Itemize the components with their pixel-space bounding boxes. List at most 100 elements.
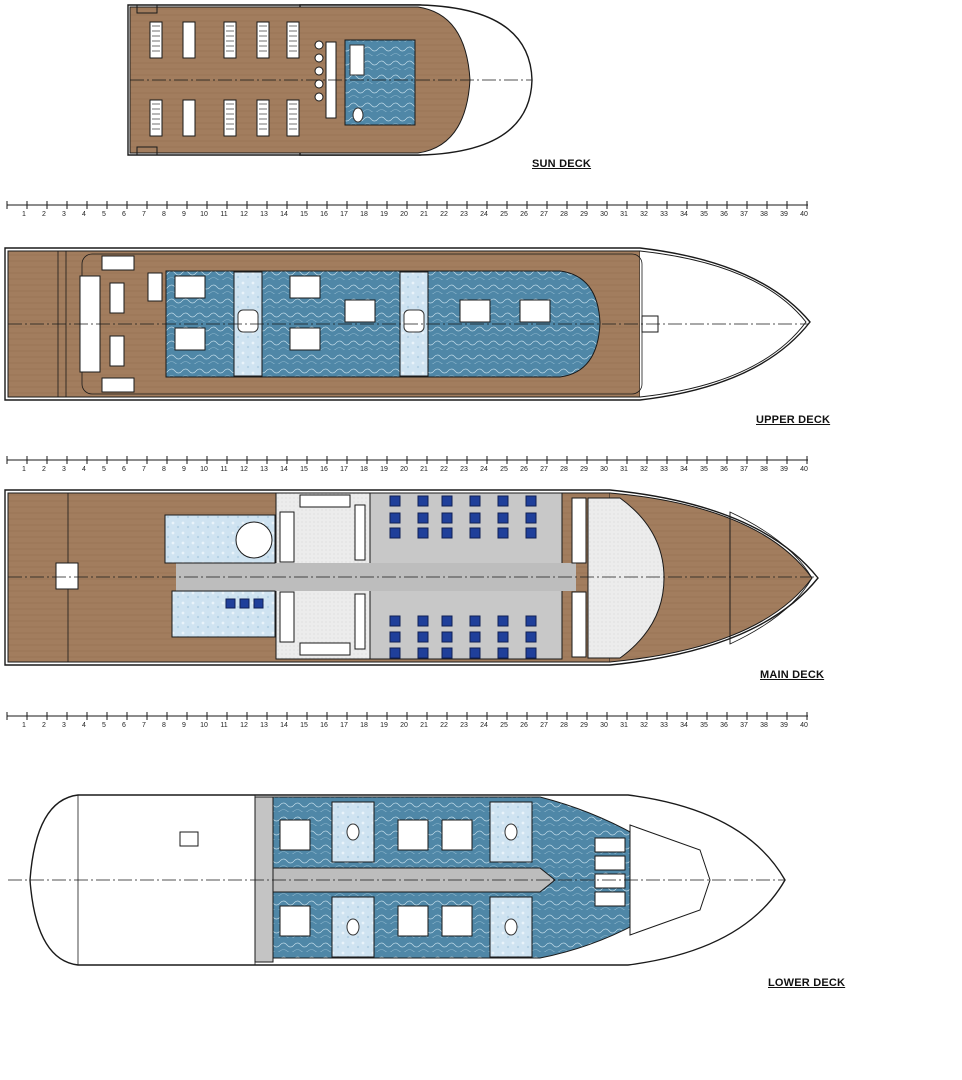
- restaurant-chair: [525, 495, 537, 507]
- bar-stool: [314, 66, 324, 76]
- cabin-bed: [459, 299, 491, 323]
- ruler-tick-label: 31: [620, 466, 628, 473]
- ruler-tick-label: 33: [660, 722, 668, 729]
- restaurant-chair: [525, 512, 537, 524]
- restaurant-chair: [441, 527, 453, 539]
- ruler-tick-label: 7: [142, 722, 146, 729]
- ruler-tick-label: 35: [700, 722, 708, 729]
- ruler-tick-label: 33: [660, 466, 668, 473]
- ruler-tick-label: 39: [780, 722, 788, 729]
- ruler-tick-label: 22: [440, 211, 448, 218]
- restaurant-chair: [469, 631, 481, 643]
- sun-lounger: [286, 99, 300, 137]
- sun-deck-label: SUN DECK: [532, 158, 592, 170]
- restaurant-chair: [469, 495, 481, 507]
- office-chair: [239, 598, 250, 609]
- sun-lounger: [256, 21, 270, 59]
- ruler-tick-label: 38: [760, 722, 768, 729]
- restaurant-chair: [417, 495, 429, 507]
- ruler-tick-label: 24: [480, 466, 488, 473]
- sun-lounger: [182, 99, 196, 137]
- ruler-tick-label: 5: [102, 722, 106, 729]
- ruler-tick-label: 19: [380, 211, 388, 218]
- ruler-tick-label: 9: [182, 211, 186, 218]
- restaurant-chair: [497, 527, 509, 539]
- ruler-tick-label: 40: [800, 722, 808, 729]
- ruler-tick-label: 13: [260, 466, 268, 473]
- ruler-tick-label: 1: [22, 211, 26, 218]
- ruler-tick-label: 34: [680, 722, 688, 729]
- ruler-tick-label: 33: [660, 211, 668, 218]
- ruler-tick-label: 36: [720, 211, 728, 218]
- ruler-tick-label: 11: [220, 466, 227, 473]
- ruler-tick-label: 22: [440, 466, 448, 473]
- cabin-bed: [174, 327, 206, 351]
- ruler-tick-label: 6: [122, 211, 126, 218]
- ruler-tick-label: 9: [182, 722, 186, 729]
- restaurant-chair: [469, 647, 481, 659]
- ruler-tick-label: 38: [760, 211, 768, 218]
- ruler-tick-label: 35: [700, 466, 708, 473]
- upper-deck-label: UPPER DECK: [756, 414, 831, 426]
- restaurant-chair: [389, 631, 401, 643]
- restaurant-chair: [441, 512, 453, 524]
- ruler-tick-label: 21: [420, 722, 428, 729]
- restaurant-chair: [389, 495, 401, 507]
- sun-lounger: [256, 99, 270, 137]
- ruler-tick-label: 13: [260, 211, 268, 218]
- restaurant-chair: [497, 615, 509, 627]
- restaurant-chair: [389, 512, 401, 524]
- ruler-tick-label: 5: [102, 211, 106, 218]
- cabin-bed: [174, 275, 206, 299]
- ruler-tick-label: 32: [640, 211, 648, 218]
- ruler-tick-label: 14: [280, 466, 288, 473]
- ruler-tick-label: 12: [240, 466, 248, 473]
- sun-lounger: [223, 21, 237, 59]
- ruler-tick-label: 4: [82, 722, 86, 729]
- bar-stool: [314, 79, 324, 89]
- crew-bunk: [594, 855, 626, 871]
- lower-deck-label: LOWER DECK: [768, 977, 846, 989]
- ruler-tick-label: 16: [320, 466, 328, 473]
- upper-cabin-furniture: [174, 271, 551, 377]
- cabin-bed: [519, 299, 551, 323]
- ruler-tick-label: 32: [640, 722, 648, 729]
- cabin-bed: [279, 905, 311, 937]
- ruler-tick-label: 32: [640, 466, 648, 473]
- main-deck-label: MAIN DECK: [760, 669, 825, 681]
- ruler-tick-label: 29: [580, 211, 588, 218]
- ruler-tick-label: 34: [680, 466, 688, 473]
- ruler-tick-label: 17: [340, 466, 348, 473]
- lower-deck: [8, 794, 786, 966]
- ruler-tick-label: 13: [260, 722, 268, 729]
- restaurant-chair: [497, 647, 509, 659]
- ruler-tick-label: 6: [122, 466, 126, 473]
- restaurant-seating: [225, 495, 537, 659]
- cabin-bed: [441, 905, 473, 937]
- cabin-bed: [441, 819, 473, 851]
- ruler-tick-label: 14: [280, 211, 288, 218]
- ruler-tick-label: 7: [142, 466, 146, 473]
- ruler-tick-label: 26: [520, 211, 528, 218]
- ruler-tick-label: 28: [560, 722, 568, 729]
- restaurant-chair: [525, 527, 537, 539]
- ruler-tick-label: 37: [740, 722, 748, 729]
- ruler-tick-label: 24: [480, 722, 488, 729]
- ruler-tick-label: 30: [600, 722, 608, 729]
- ruler-tick-label: 17: [340, 211, 348, 218]
- ruler-tick-label: 1: [22, 722, 26, 729]
- sun-deck: [127, 4, 533, 156]
- ruler-tick-label: 31: [620, 722, 628, 729]
- restaurant-chair: [497, 512, 509, 524]
- ruler-tick-label: 2: [42, 466, 46, 473]
- spiral-staircase: [235, 521, 273, 559]
- crew-bunk: [594, 891, 626, 907]
- ruler-tick-label: 34: [680, 211, 688, 218]
- ruler-tick-label: 19: [380, 722, 388, 729]
- ruler-tick-label: 36: [720, 722, 728, 729]
- ruler-tick-label: 1: [22, 466, 26, 473]
- ruler-tick-label: 4: [82, 211, 86, 218]
- ruler-tick-label: 37: [740, 211, 748, 218]
